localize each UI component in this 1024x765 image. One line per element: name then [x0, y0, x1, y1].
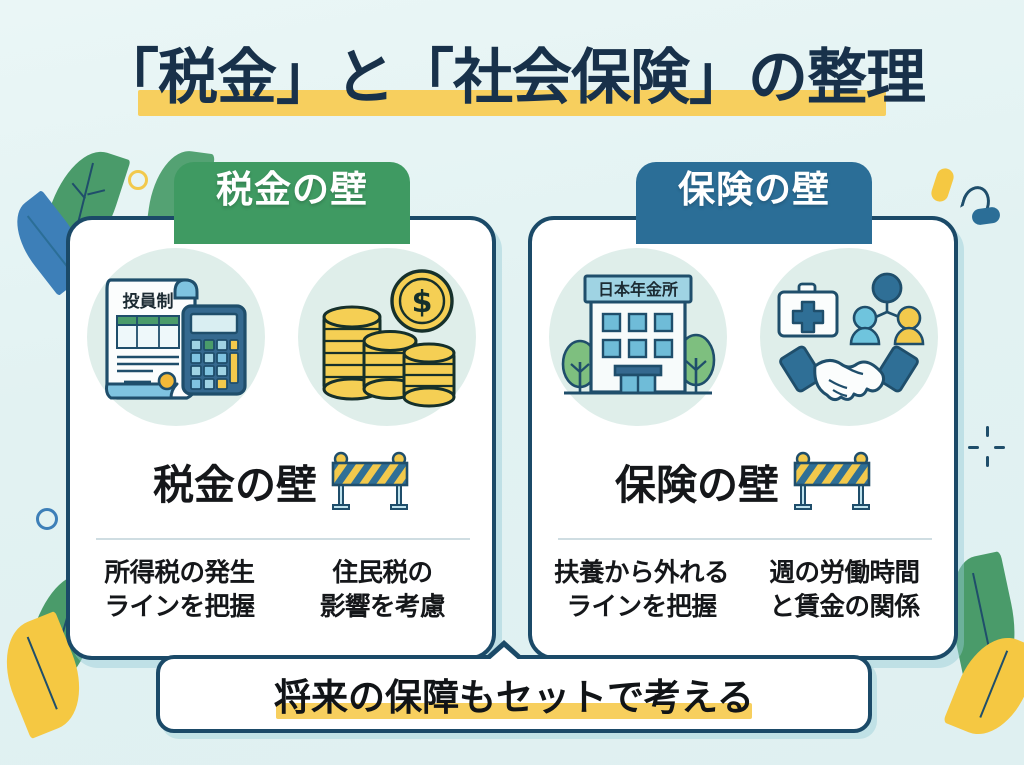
card-tab-label-insurance: 保険の壁: [678, 168, 830, 211]
coin-stacks-svg: $: [322, 268, 455, 407]
banner-notch-fill: [487, 647, 521, 662]
pill-blue-topright: [971, 206, 1001, 226]
road-barrier-icon: [331, 451, 409, 510]
sparkle-dash-right: [994, 446, 1005, 449]
card-tab-insurance: 保険の壁: [636, 162, 872, 244]
ring-blue-left: [36, 508, 58, 530]
building-sign-label: 日本年金所: [597, 280, 677, 299]
point-insurance-2: 週の労働時間 と賃金の関係: [769, 558, 920, 623]
wall-heading-label-tax: 税金の壁: [153, 461, 317, 509]
road-barrier-icon: [793, 451, 871, 510]
coin-dollar-symbol: $: [411, 285, 432, 320]
summary-banner-inner: 将来の保障もセットで考える: [274, 667, 754, 721]
title-highlight-bar: [138, 90, 886, 116]
point-insurance-1: 扶養から外れる ラインを把握: [553, 558, 730, 623]
pill-yellow-topright: [929, 166, 956, 204]
document-label: 投員制: [122, 291, 173, 312]
sparkle-dash-top: [986, 426, 989, 437]
tax-document-calculator-icon: 投員制: [86, 248, 265, 426]
pension-office-building-svg: 日本年金所: [561, 274, 715, 395]
points-insurance: 扶養から外れる ラインを把握 週の労働時間 と賃金の関係: [532, 556, 954, 624]
wall-heading-label-insurance: 保険の壁: [615, 461, 779, 509]
page-title: 「税金」と「社会保険」の整理: [99, 43, 926, 113]
pension-office-building-icon: 日本年金所: [548, 248, 727, 426]
ring-yellow-top: [128, 170, 148, 190]
tax-document-calculator-svg: 投員制: [104, 278, 247, 400]
summary-banner-text: 将来の保障もセットで考える: [274, 676, 754, 719]
icon-row-insurance: 日本年金所: [532, 242, 954, 432]
arc-navy-topright: [959, 182, 995, 216]
point-tax-2: 住民税の 影響を考慮: [319, 558, 446, 623]
coin-stacks-icon: $: [297, 248, 476, 426]
medical-kit-people-handshake-icon: [759, 248, 938, 426]
points-tax: 所得税の発生 ラインを把握 住民税の 影響を考慮: [70, 556, 492, 624]
divider-insurance: [558, 538, 932, 540]
point-tax-1: 所得税の発生 ラインを把握: [104, 558, 255, 623]
medical-kit-people-handshake-svg: [777, 272, 924, 402]
summary-banner: 将来の保障もセットで考える: [156, 655, 872, 733]
banner-highlight-bar: [276, 703, 752, 719]
wall-heading-insurance: 保険の壁: [532, 444, 954, 518]
card-tab-tax: 税金の壁: [174, 162, 410, 244]
icon-row-tax: 投員制: [70, 242, 492, 432]
card-tax: 税金の壁 投員制: [66, 162, 496, 660]
sparkle-dash-left: [968, 446, 979, 449]
wall-heading-tax: 税金の壁: [70, 444, 492, 518]
card-insurance: 保険の壁 日本年金所: [528, 162, 958, 660]
card-tab-label-tax: 税金の壁: [216, 168, 368, 211]
sparkle-dash-bottom: [986, 456, 989, 467]
divider-tax: [96, 538, 470, 540]
page-title-wrap: 「税金」と「社会保険」の整理: [0, 38, 1024, 118]
